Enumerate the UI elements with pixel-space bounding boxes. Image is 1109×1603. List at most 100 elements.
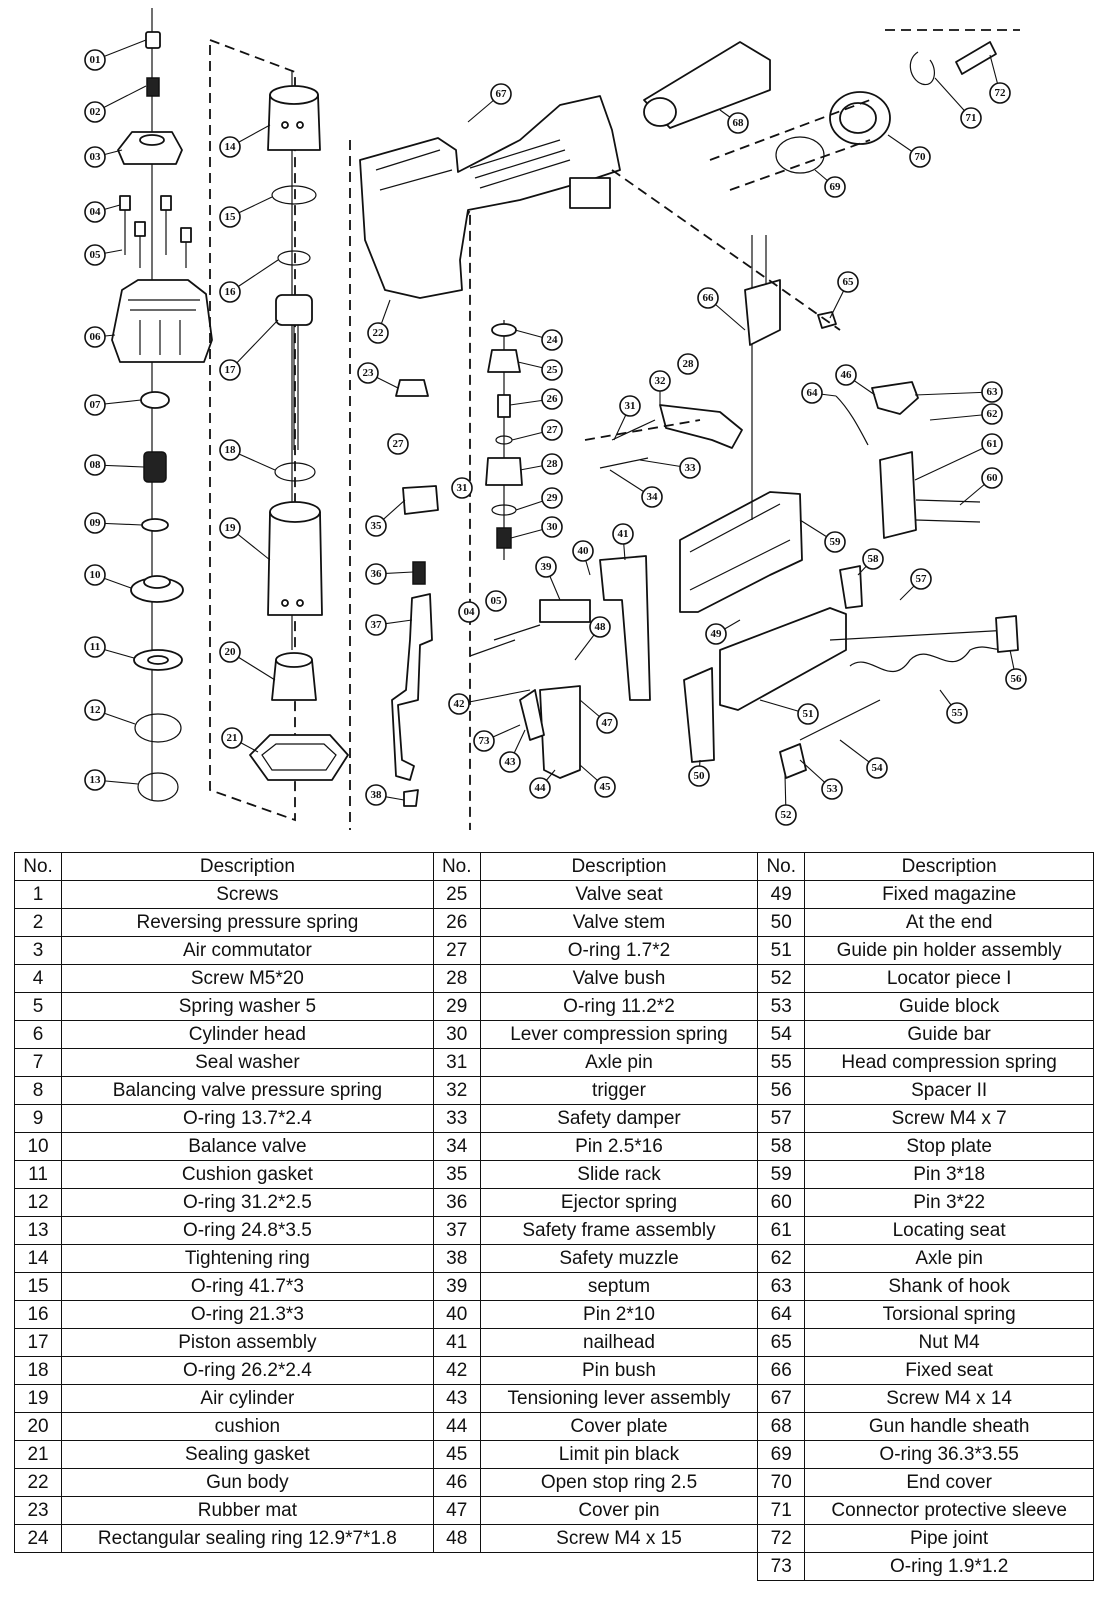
callout-number: 42 bbox=[454, 698, 466, 710]
callout-number: 54 bbox=[872, 762, 884, 774]
callout-number: 07 bbox=[90, 399, 102, 411]
callout-number: 23 bbox=[363, 367, 375, 379]
part-description-cell: Pin 3*22 bbox=[804, 1188, 1094, 1217]
callout-42: 42 bbox=[448, 693, 470, 715]
part-number-cell: 63 bbox=[757, 1272, 806, 1301]
callout-65: 65 bbox=[837, 271, 859, 293]
part-description-cell: Locating seat bbox=[804, 1216, 1094, 1245]
callout-68: 68 bbox=[727, 112, 749, 134]
part-description-cell: Connector protective sleeve bbox=[804, 1496, 1094, 1525]
part-description-cell: O-ring 26.2*2.4 bbox=[61, 1356, 434, 1385]
part-number-cell: 6 bbox=[13, 1020, 63, 1049]
callout-63: 63 bbox=[981, 381, 1003, 403]
part-number-cell: 41 bbox=[432, 1328, 481, 1357]
callout-number: 17 bbox=[225, 364, 237, 376]
callout-number: 35 bbox=[371, 520, 383, 532]
part-description-cell: Screw M4 x 14 bbox=[804, 1384, 1094, 1413]
part-number-cell: 19 bbox=[13, 1384, 63, 1413]
empty-cell bbox=[61, 1552, 434, 1581]
part-description-cell: septum bbox=[479, 1272, 759, 1301]
callout-26: 26 bbox=[541, 388, 563, 410]
part-description-cell: Head compression spring bbox=[804, 1048, 1094, 1077]
callout-17: 17 bbox=[219, 359, 241, 381]
callout-number: 26 bbox=[547, 393, 559, 405]
callout-number: 61 bbox=[987, 438, 998, 450]
callout-02: 02 bbox=[84, 101, 106, 123]
callout-number: 05 bbox=[90, 249, 102, 261]
part-number-cell: 65 bbox=[757, 1328, 806, 1357]
callout-number: 03 bbox=[90, 151, 102, 163]
callout-number: 29 bbox=[547, 492, 559, 504]
part-description-cell: Fixed magazine bbox=[804, 880, 1094, 909]
header-description-1: Description bbox=[61, 852, 434, 881]
callout-number: 05 bbox=[491, 595, 503, 607]
callout-number: 04 bbox=[90, 206, 102, 218]
callout-05: 05 bbox=[84, 244, 106, 266]
callout-number: 38 bbox=[371, 789, 383, 801]
part-description-cell: O-ring 36.3*3.55 bbox=[804, 1440, 1094, 1469]
callout-13: 13 bbox=[84, 769, 106, 791]
callout-41: 41 bbox=[612, 523, 634, 545]
part-description-cell: Air cylinder bbox=[61, 1384, 434, 1413]
callout-22: 22 bbox=[367, 322, 389, 344]
part-description-cell: O-ring 24.8*3.5 bbox=[61, 1216, 434, 1245]
callout-39: 39 bbox=[535, 556, 557, 578]
part-number-cell: 53 bbox=[757, 992, 806, 1021]
part-number-cell: 17 bbox=[13, 1328, 63, 1357]
callout-05: 05 bbox=[485, 590, 507, 612]
callout-57: 57 bbox=[910, 568, 932, 590]
part-description-cell: Guide bar bbox=[804, 1020, 1094, 1049]
part-number-cell: 3 bbox=[13, 936, 63, 965]
part-description-cell: O-ring 41.7*3 bbox=[61, 1272, 434, 1301]
callout-72: 72 bbox=[989, 82, 1011, 104]
callout-37: 37 bbox=[365, 614, 387, 636]
callout-number: 51 bbox=[803, 708, 814, 720]
part-description-cell: Locator piece I bbox=[804, 964, 1094, 993]
callout-60: 60 bbox=[981, 467, 1003, 489]
callout-52: 52 bbox=[775, 804, 797, 826]
callout-29: 29 bbox=[541, 487, 563, 509]
callout-leader-line bbox=[914, 443, 993, 481]
part-number-cell: 66 bbox=[757, 1356, 806, 1385]
callout-33: 33 bbox=[679, 457, 701, 479]
callout-30: 30 bbox=[541, 516, 563, 538]
part-description-cell: Nut M4 bbox=[804, 1328, 1094, 1357]
callout-number: 32 bbox=[655, 375, 667, 387]
part-description-cell: Gun handle sheath bbox=[804, 1412, 1094, 1441]
callout-38: 38 bbox=[365, 784, 387, 806]
callout-number: 57 bbox=[916, 573, 928, 585]
callout-number: 43 bbox=[505, 756, 517, 768]
callout-number: 66 bbox=[703, 292, 715, 304]
part-number-cell: 18 bbox=[13, 1356, 63, 1385]
callout-number: 48 bbox=[595, 621, 607, 633]
part-description-cell: Tensioning lever assembly bbox=[479, 1384, 759, 1413]
callout-number: 04 bbox=[464, 606, 476, 618]
part-number-cell: 22 bbox=[13, 1468, 63, 1497]
callout-number: 27 bbox=[547, 424, 559, 436]
part-description-cell: Rubber mat bbox=[61, 1496, 434, 1525]
magazine bbox=[679, 381, 1019, 779]
callout-leader-line bbox=[914, 391, 993, 396]
callout-number: 53 bbox=[827, 783, 839, 795]
callout-number: 69 bbox=[830, 181, 842, 193]
part-number-cell: 70 bbox=[757, 1468, 806, 1497]
part-description-cell: Axle pin bbox=[804, 1244, 1094, 1273]
part-number-cell: 5 bbox=[13, 992, 63, 1021]
part-number-cell: 61 bbox=[757, 1216, 806, 1245]
part-description-cell: End cover bbox=[804, 1468, 1094, 1497]
callout-31: 31 bbox=[619, 395, 641, 417]
part-number-cell: 48 bbox=[432, 1524, 481, 1553]
part-number-cell: 27 bbox=[432, 936, 481, 965]
part-number-cell: 52 bbox=[757, 964, 806, 993]
part-description-cell: Pin 2*10 bbox=[479, 1300, 759, 1329]
callout-06: 06 bbox=[84, 326, 106, 348]
part-description-cell: Spring washer 5 bbox=[61, 992, 434, 1021]
part-description-cell: Screw M4 x 15 bbox=[479, 1524, 759, 1553]
part-description-cell: trigger bbox=[479, 1076, 759, 1105]
